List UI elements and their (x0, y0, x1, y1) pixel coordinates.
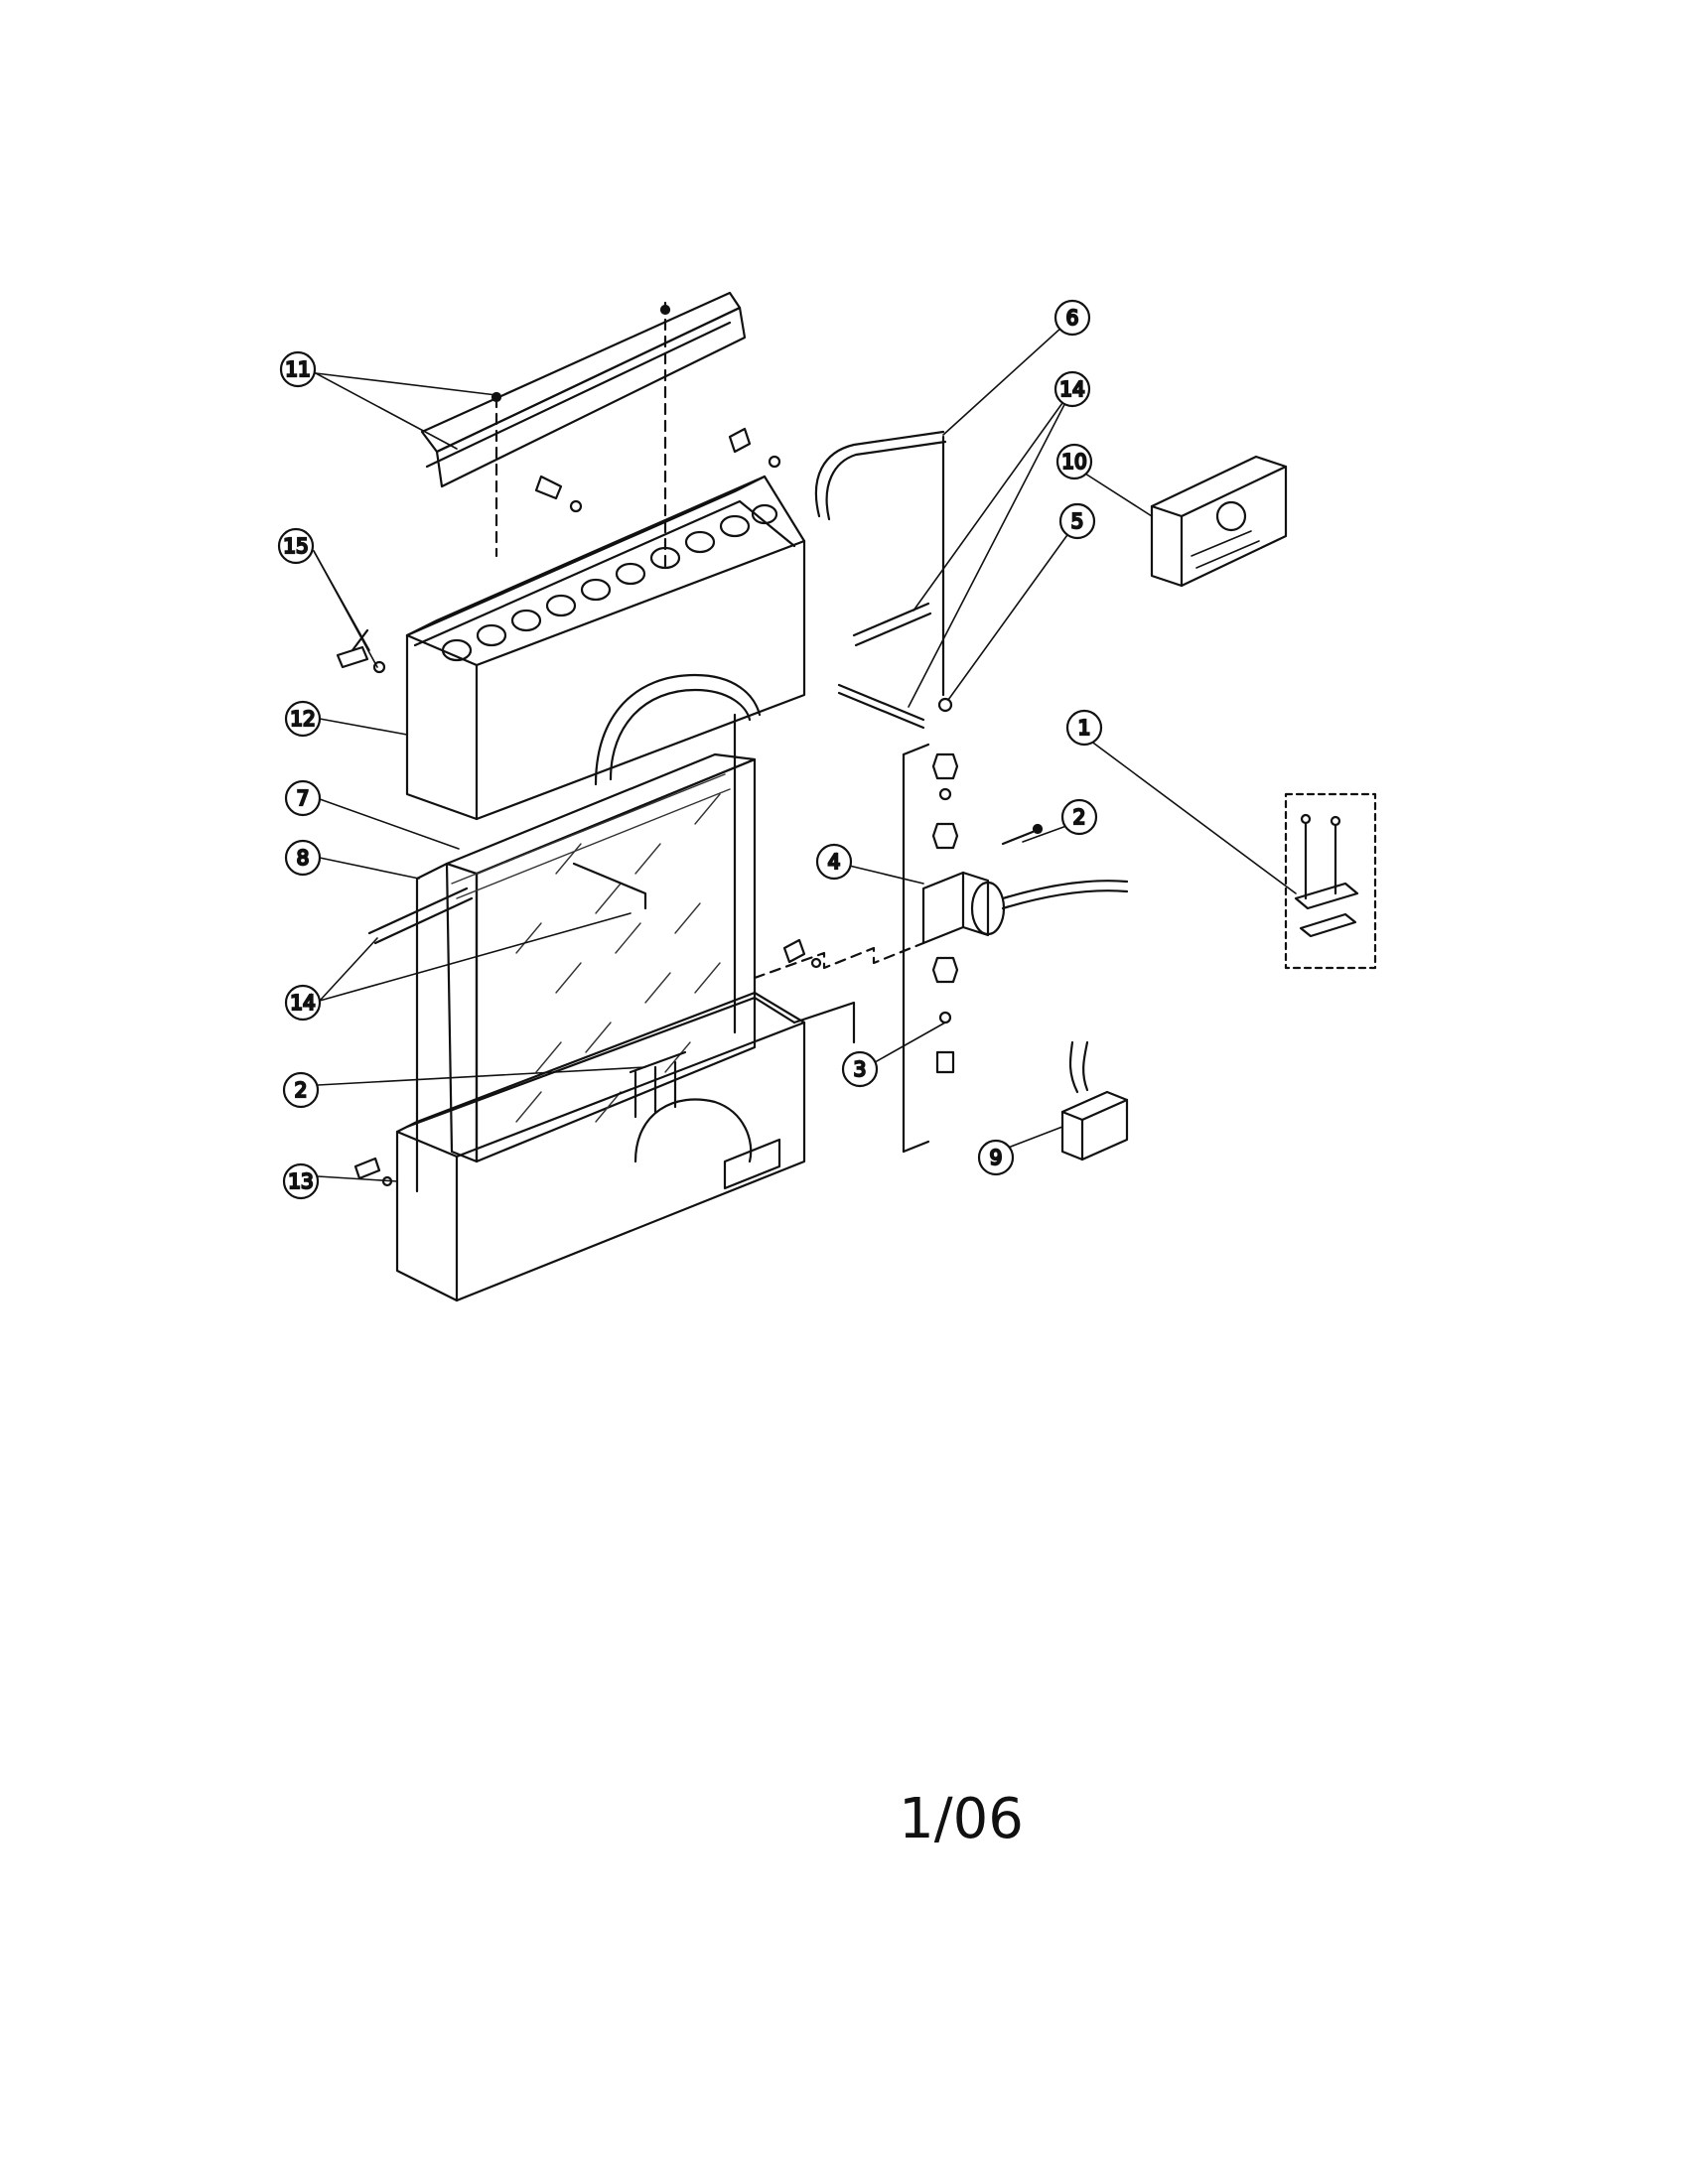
callout-1: 1 (1065, 709, 1103, 747)
trough-holes (441, 503, 778, 662)
callout-label: 13 (288, 1169, 313, 1193)
evaporator-pad-part (415, 713, 757, 1193)
callout-6: 6 (1053, 299, 1091, 337)
tube-part-lower (367, 862, 647, 945)
callout-9: 9 (977, 1139, 1015, 1176)
clip-screw-part (336, 628, 386, 674)
callout-label: 11 (285, 357, 310, 381)
callout-14-upper: 14 (1053, 370, 1091, 408)
callout-label: 2 (295, 1078, 308, 1102)
callout-13: 13 (282, 1162, 320, 1200)
tube-part-upper (837, 602, 932, 730)
callout-label: 4 (828, 850, 841, 874)
callout-7: 7 (284, 779, 322, 817)
callout-2-left: 2 (282, 1071, 320, 1109)
callout-label: 10 (1061, 450, 1086, 474)
callout-label: 12 (290, 707, 315, 731)
revision-date: 1/06 (899, 1787, 1024, 1851)
callout-label: 14 (290, 991, 315, 1015)
callout-4: 4 (815, 843, 853, 881)
callout-12: 12 (284, 700, 322, 738)
top-rail-part (420, 291, 747, 568)
callout-label: 1 (1078, 716, 1091, 740)
callout-label: 15 (283, 534, 308, 558)
callout-8: 8 (284, 839, 322, 877)
brand-badge-icon (723, 1138, 781, 1190)
callout-15: 15 (277, 527, 315, 565)
leader-lines (313, 317, 1297, 1182)
callout-label: 7 (297, 786, 310, 810)
callout-10: 10 (1055, 443, 1093, 480)
callout-3: 3 (841, 1050, 879, 1088)
pad-hatching (515, 793, 721, 1123)
callout-2-right: 2 (1060, 798, 1098, 836)
top-clip-part (534, 427, 781, 513)
page-footer: 1/06 (0, 1787, 1684, 1851)
feed-tube-part (814, 430, 947, 697)
callout-label: 8 (297, 846, 310, 870)
callout-label: 2 (1073, 805, 1086, 829)
callout-label: 6 (1066, 306, 1079, 330)
callout-5: 5 (1058, 502, 1096, 540)
top-trough-part (405, 475, 806, 821)
callout-label: 3 (854, 1057, 867, 1081)
solenoid-valve-part (753, 697, 1129, 1154)
callout-label: 9 (990, 1146, 1003, 1169)
callout-label: 5 (1071, 509, 1084, 533)
callouts: 1 2 2 3 4 5 6 7 8 9 10 11 12 13 14 14 15 (277, 299, 1103, 1200)
water-pan-part (395, 991, 806, 1302)
callout-label: 14 (1059, 377, 1084, 401)
callout-14-lower: 14 (284, 984, 322, 1022)
humidistat-icon (1150, 455, 1288, 588)
mounting-kit-part (1284, 792, 1377, 970)
switch-icon (1060, 1040, 1129, 1161)
callout-11: 11 (279, 350, 317, 388)
